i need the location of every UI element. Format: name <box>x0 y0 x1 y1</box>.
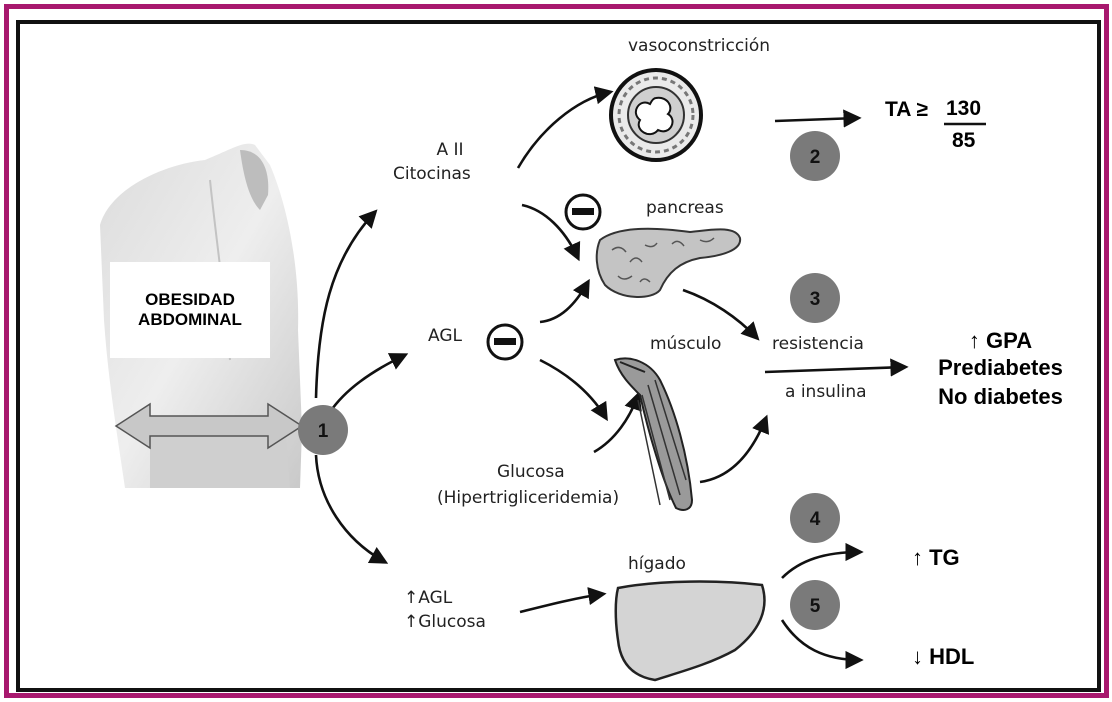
step-number-2: 2 <box>810 147 821 168</box>
outcome-ta-prefix: TA ≥ <box>885 98 928 122</box>
liver-icon <box>616 582 765 680</box>
outcome-ta-denominator: 85 <box>952 129 975 153</box>
step-number-1: 1 <box>318 421 329 442</box>
step-number-5: 5 <box>810 596 821 617</box>
muscle-icon <box>615 358 692 510</box>
outcome-prediabetes: Prediabetes <box>918 355 1083 381</box>
step-number-3: 3 <box>810 289 821 310</box>
label-citocinas: Citocinas <box>393 164 471 184</box>
step-circle-2: 2 <box>790 131 840 181</box>
label-agl-up: ↑AGL <box>404 588 452 608</box>
outcome-gpa: ↑ GPA <box>918 328 1083 354</box>
step-circle-1: 1 <box>298 405 348 455</box>
step-circle-4: 4 <box>790 493 840 543</box>
label-pancreas: pancreas <box>646 198 724 218</box>
obesity-label-line2: ABDOMINAL <box>138 310 242 330</box>
label-glucosa-up: ↑Glucosa <box>404 612 486 632</box>
outcome-hdl: ↓ HDL <box>912 644 974 670</box>
label-resistencia: resistencia <box>772 334 864 354</box>
step-circle-5: 5 <box>790 580 840 630</box>
pancreas-icon <box>597 229 740 297</box>
step-number-4: 4 <box>810 509 821 530</box>
outcome-tg: ↑ TG <box>912 545 960 571</box>
label-a2: A II <box>420 140 480 160</box>
obesity-label-box: OBESIDAD ABDOMINAL <box>110 262 270 358</box>
label-agl: AGL <box>428 326 462 346</box>
blood-vessel-icon <box>611 70 701 160</box>
step-circle-3: 3 <box>790 273 840 323</box>
label-glucosa: Glucosa <box>497 462 565 482</box>
obesity-label-line1: OBESIDAD <box>145 290 235 310</box>
inhibition-icon <box>566 195 600 229</box>
label-hipertrigliceridemia: (Hipertrigliceridemia) <box>437 488 619 508</box>
outcome-no-diabetes: No diabetes <box>918 384 1083 410</box>
inhibition-icon <box>488 325 522 359</box>
label-higado: hígado <box>628 554 686 574</box>
outcome-ta-numerator: 130 <box>946 97 981 121</box>
label-vasoconstriccion: vasoconstricción <box>628 36 770 56</box>
label-a-insulina: a insulina <box>785 382 867 402</box>
label-musculo: músculo <box>650 334 721 354</box>
